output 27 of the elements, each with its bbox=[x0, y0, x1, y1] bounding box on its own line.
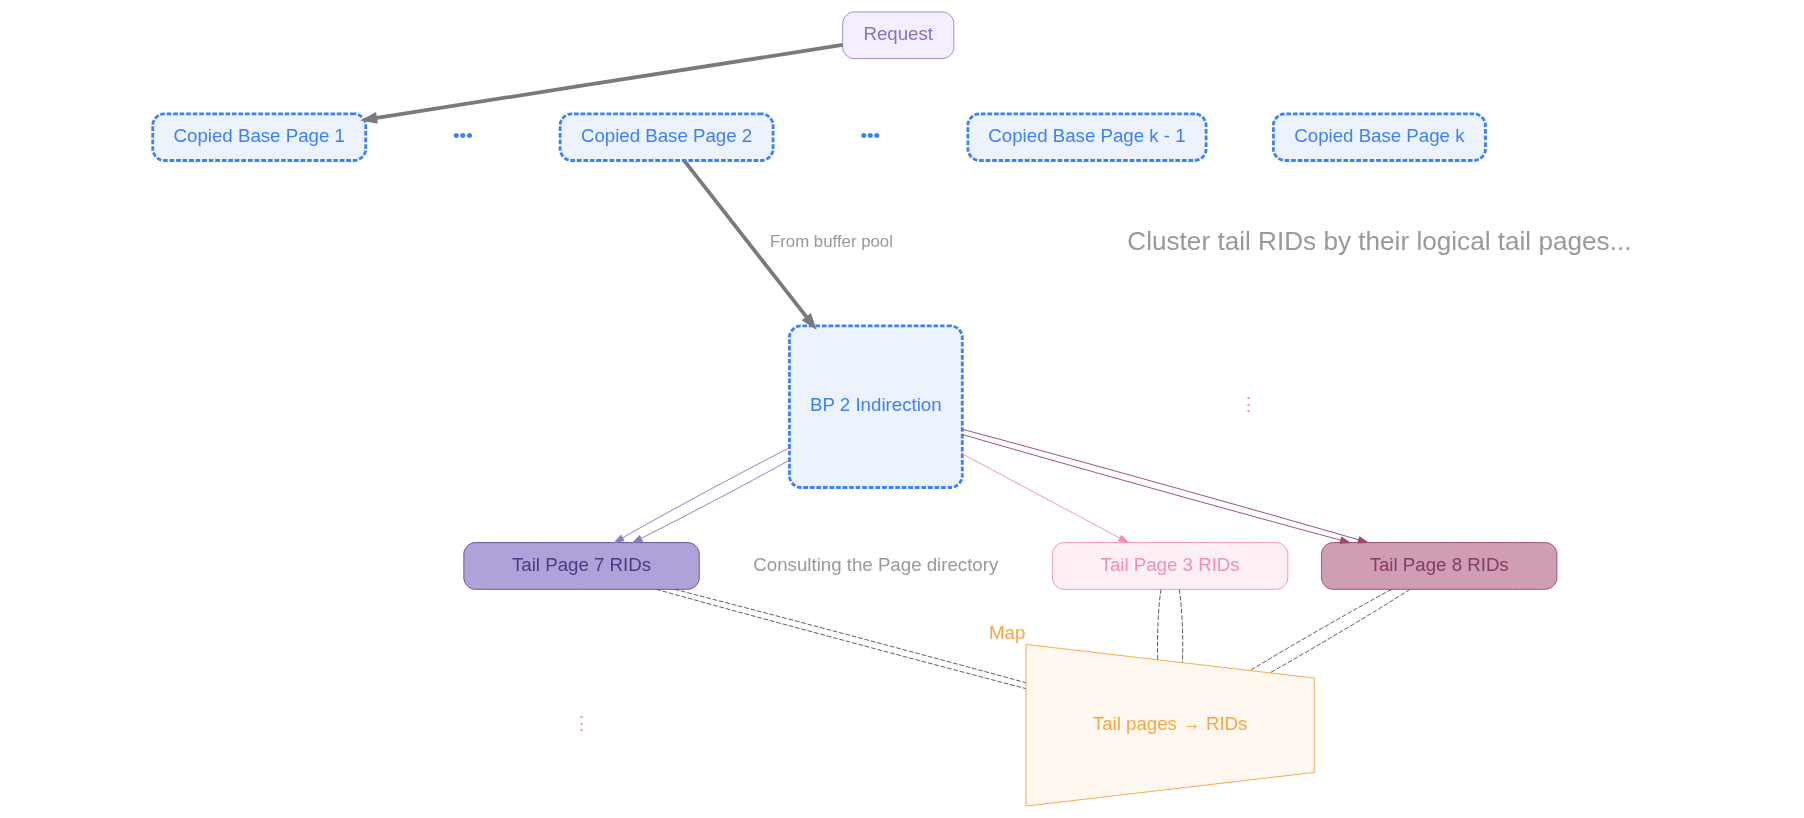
connector bbox=[1269, 588, 1411, 674]
connector bbox=[1249, 588, 1392, 671]
arrow bbox=[682, 159, 817, 331]
edge-label: From buffer pool bbox=[770, 232, 893, 252]
label: ••• bbox=[860, 124, 881, 146]
node-box: Tail Page 3 RIDs bbox=[1051, 542, 1289, 590]
node-box: Tail Page 7 RIDs bbox=[463, 542, 700, 590]
label: Cluster tail RIDs by their logical tail pages... bbox=[1127, 225, 1632, 256]
node-box: Copied Base Page 2 bbox=[558, 112, 775, 162]
arrow bbox=[962, 453, 1129, 544]
label: ⋮ bbox=[572, 712, 592, 734]
connector bbox=[1178, 588, 1184, 663]
node-box: Request bbox=[842, 11, 955, 60]
arrow bbox=[613, 447, 790, 543]
connector bbox=[1157, 588, 1162, 661]
node-box: Copied Base Page 1 bbox=[151, 112, 368, 162]
label: ••• bbox=[453, 124, 473, 146]
arrow bbox=[360, 43, 843, 124]
label: ⋮ bbox=[1239, 394, 1259, 416]
node-box: Tail Page 8 RIDs bbox=[1321, 542, 1558, 590]
node-box: Copied Base Page k bbox=[1271, 112, 1487, 162]
label: Consulting the Page directory bbox=[753, 553, 999, 575]
node-box: Copied Base Page k - 1 bbox=[966, 112, 1208, 162]
node-box: Tail pages → RIDs bbox=[1025, 643, 1315, 807]
arrow bbox=[632, 459, 790, 543]
node-box: BP 2 Indirection bbox=[788, 324, 964, 489]
node-label: Map bbox=[989, 621, 1026, 643]
